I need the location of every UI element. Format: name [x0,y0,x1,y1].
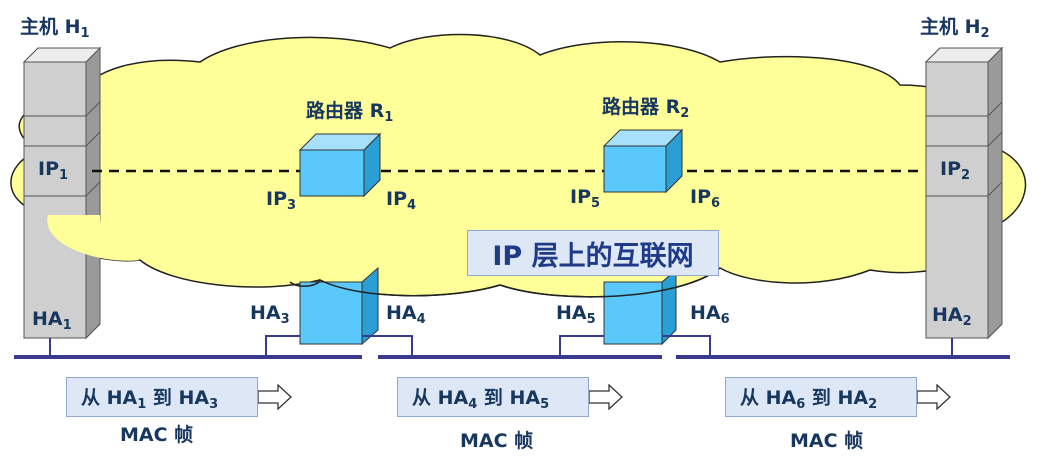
frame-3-arrow-icon [917,384,951,410]
host-h2-ha: HA2 [932,304,972,329]
mac-frame-2: 从 HA4 到 HA5 [397,377,589,417]
router-r1 [298,132,382,198]
frame-1-arrow-icon [258,384,292,410]
frame-2-arrow-icon [589,384,623,410]
router-r1-label: 路由器 R1 [306,100,394,125]
host-h1-label: 主机 H1 [20,16,90,41]
router-r1-lower [299,266,379,346]
host-h1-front [22,46,102,340]
internet-cloud [10,33,1027,298]
host-h1-ip: IP1 [38,158,69,183]
network-segment-3 [662,335,1010,359]
router-r2-ip-right: IP6 [690,186,721,211]
router-r1-ip-right: IP4 [386,188,417,213]
mac-frame-3: 从 HA6 到 HA2 [725,377,917,417]
cloud-label: IP 层上的互联网 [467,230,719,276]
router-r2-label: 路由器 R2 [602,96,690,121]
router-r2 [602,128,684,194]
network-segment-1 [14,335,362,359]
host-h2-front [924,46,1004,340]
network-segment-2 [362,335,662,359]
mac-frame-3-caption: MAC 帧 [790,430,864,452]
router-r2-ip-left: IP5 [570,186,601,211]
router-r1-ip-left: IP3 [266,188,297,213]
router-r1-ha-left: HA3 [250,302,290,327]
mac-frame-1-caption: MAC 帧 [120,424,194,446]
router-r1-ha-right: HA4 [386,302,426,327]
mac-frame-1: 从 HA1 到 HA3 [66,377,258,417]
host-h2-label: 主机 H2 [920,16,990,41]
host-h2-ip: IP2 [940,158,971,183]
router-r2-ha-left: HA5 [556,302,596,327]
host-h1-ha: HA1 [32,308,72,333]
router-r2-ha-right: HA6 [690,302,730,327]
mac-frame-2-caption: MAC 帧 [460,430,534,452]
